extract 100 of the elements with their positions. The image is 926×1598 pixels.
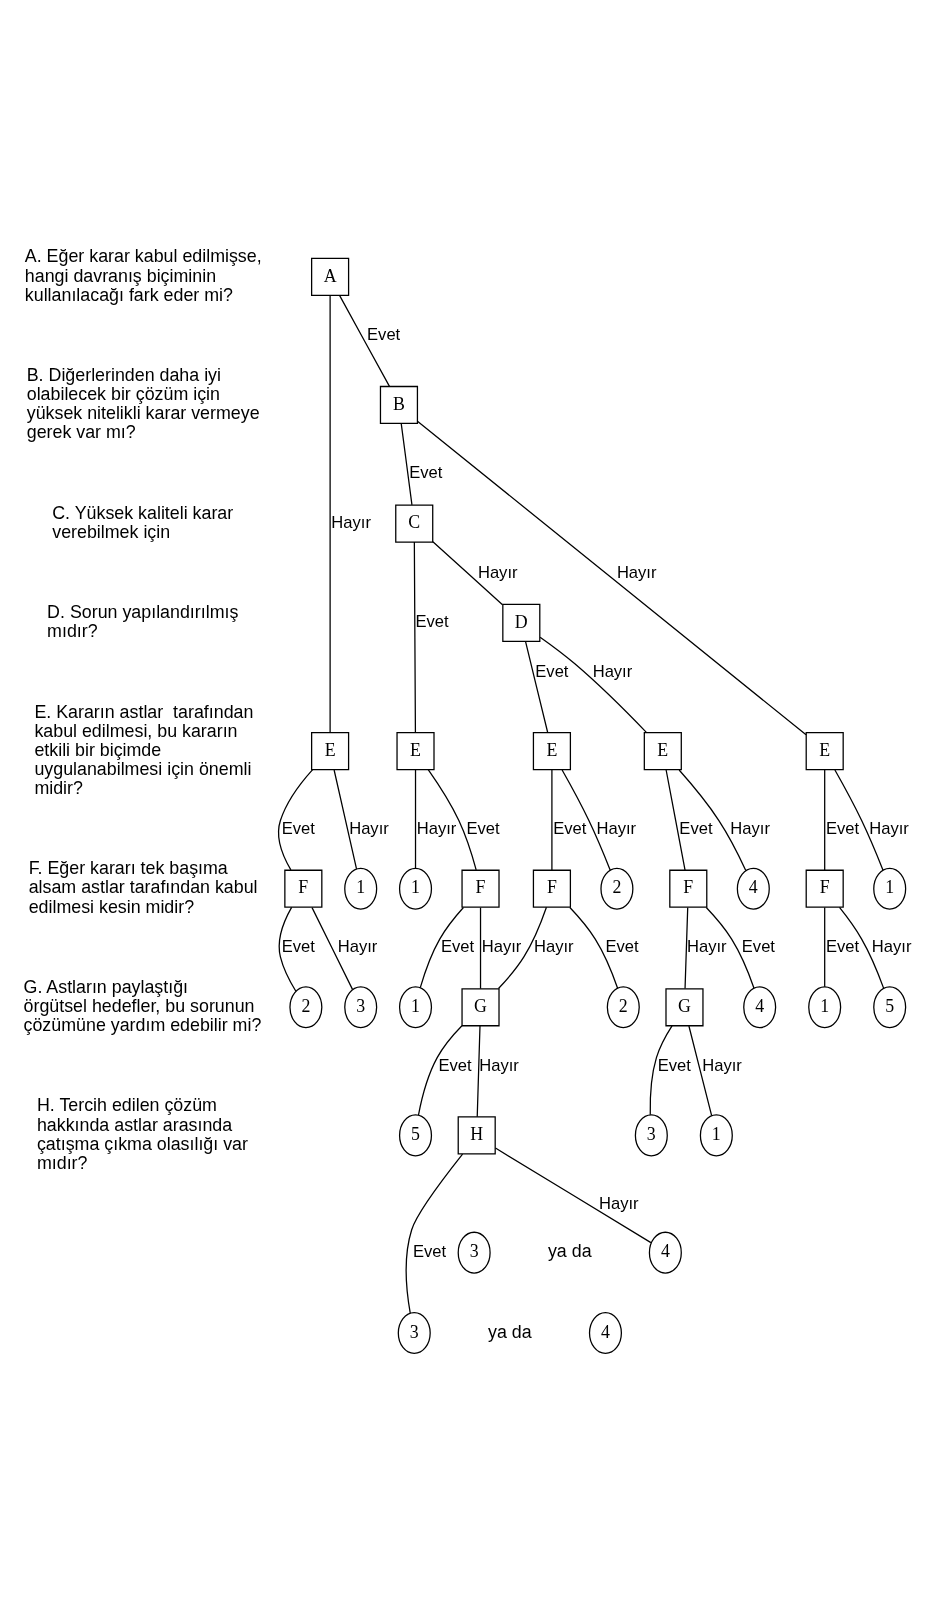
node-box: E: [311, 731, 350, 770]
edge-label: Hayır: [481, 936, 522, 956]
edge-label: Hayır: [534, 936, 574, 956]
edge-label: Hayır: [596, 818, 637, 838]
node-box: D: [502, 603, 541, 642]
connector: [329, 294, 331, 733]
connector: [824, 906, 826, 987]
edge-label: Hayır: [477, 562, 518, 582]
edge-label: Hayır: [599, 1193, 639, 1213]
node-box: E: [643, 731, 682, 770]
edge-label: Hayır: [687, 936, 727, 956]
connector: [414, 768, 417, 869]
edge-label: Evet: [409, 462, 443, 482]
node-box: A: [311, 257, 350, 296]
connector: [551, 768, 553, 871]
label: G. Astların paylaştığı örgütsel hedefler, bu sorunun çözümüne yardım edebilir mi?: [23, 976, 262, 1035]
connector: [705, 906, 755, 989]
label: ya da: [488, 1321, 532, 1342]
connector: [476, 1024, 481, 1117]
node-ellipse: 1: [344, 867, 378, 910]
edge-label: Hayır: [349, 818, 389, 838]
label: ya da: [547, 1240, 592, 1261]
edge-label: Hayır: [702, 1055, 742, 1075]
node-box: H: [457, 1115, 496, 1154]
connector: [649, 1024, 673, 1115]
connector: [278, 906, 297, 992]
connector: [684, 906, 689, 989]
edge-label: Evet: [412, 1241, 447, 1261]
connector: [494, 1146, 652, 1243]
edge-label: Hayır: [416, 818, 457, 838]
node-box: F: [284, 869, 323, 908]
connector: [277, 768, 314, 871]
connector: [838, 906, 885, 989]
edge-label: Evet: [605, 936, 639, 956]
node-box: B: [379, 385, 419, 424]
node-ellipse: 2: [289, 985, 323, 1028]
node-box: E: [532, 731, 572, 770]
connector: [834, 768, 884, 871]
connector: [479, 906, 482, 989]
node-ellipse: 3: [634, 1113, 668, 1156]
connector: [665, 768, 686, 871]
connector: [417, 1024, 463, 1116]
node-ellipse: 1: [873, 867, 907, 910]
node-ellipse: 3: [344, 985, 378, 1028]
edge-label: Hayır: [730, 818, 770, 838]
edge-label: Hayır: [337, 936, 378, 956]
connector: [432, 540, 504, 605]
node-box: G: [665, 987, 704, 1026]
node-ellipse: 1: [699, 1113, 733, 1156]
node-ellipse: 2: [600, 867, 634, 910]
edge-label: Evet: [535, 661, 569, 681]
connector: [678, 768, 747, 871]
connector: [539, 636, 648, 733]
edge-label: Evet: [466, 818, 500, 838]
edge-label: Evet: [367, 324, 401, 344]
connector: [419, 906, 465, 988]
connector: [405, 1153, 464, 1314]
edge-label: Evet: [741, 936, 775, 956]
connector: [824, 768, 826, 871]
node-ellipse: 1: [808, 985, 842, 1028]
edge-label: Evet: [825, 818, 860, 838]
label: H. Tercih edilen çözüm hakkında astlar arasında çatışma çıkma olasılığı var mıdır?: [36, 1094, 248, 1173]
label: B. Diğerlerinden daha iyi olabilecek bir çözüm için yüksek nitelikli karar vermeye gerek var mı?: [26, 364, 260, 442]
connector: [400, 422, 413, 505]
connector: [497, 906, 548, 989]
connector: [524, 640, 549, 733]
node-ellipse: 3: [397, 1311, 431, 1354]
node-box: F: [461, 869, 500, 908]
node-ellipse: 4: [648, 1231, 682, 1274]
edge-label: Hayır: [869, 818, 909, 838]
node-ellipse: 3: [457, 1231, 491, 1274]
edge-label: Evet: [679, 818, 713, 838]
node-ellipse: 5: [398, 1113, 433, 1156]
node-box: F: [805, 869, 844, 908]
node-ellipse: 2: [606, 985, 640, 1028]
connector: [311, 906, 354, 990]
connector: [427, 768, 477, 871]
edge-label: Evet: [825, 936, 860, 956]
edge-label: Hayır: [871, 936, 912, 956]
edge-label: Evet: [281, 818, 315, 838]
label: F. Eğer kararı tek başıma alsam astlar tarafından kabul edilmesi kesin midir?: [28, 857, 258, 917]
node-ellipse: 4: [736, 867, 770, 910]
edge-label: Evet: [438, 1055, 472, 1075]
edge-label: Evet: [281, 936, 315, 956]
edge-label: Evet: [553, 818, 587, 838]
edge-label: Evet: [441, 936, 475, 956]
node-box: F: [669, 869, 708, 908]
edge-label: Hayır: [592, 661, 633, 681]
node-box: E: [805, 731, 844, 770]
node-ellipse: 4: [588, 1311, 622, 1354]
node-box: F: [532, 869, 572, 908]
connector: [569, 906, 619, 989]
connector: [561, 768, 611, 871]
node-ellipse: 4: [743, 985, 777, 1028]
node-box: G: [461, 987, 500, 1026]
edge-label: Hayır: [479, 1055, 519, 1075]
node-ellipse: 1: [398, 867, 433, 910]
connector: [339, 294, 391, 387]
label: E. Kararın astlar tarafından kabul edilmesi, bu kararın etkili bir biçimde uygulanabilmesi için önemli midir?: [34, 701, 254, 798]
connector: [688, 1024, 713, 1116]
